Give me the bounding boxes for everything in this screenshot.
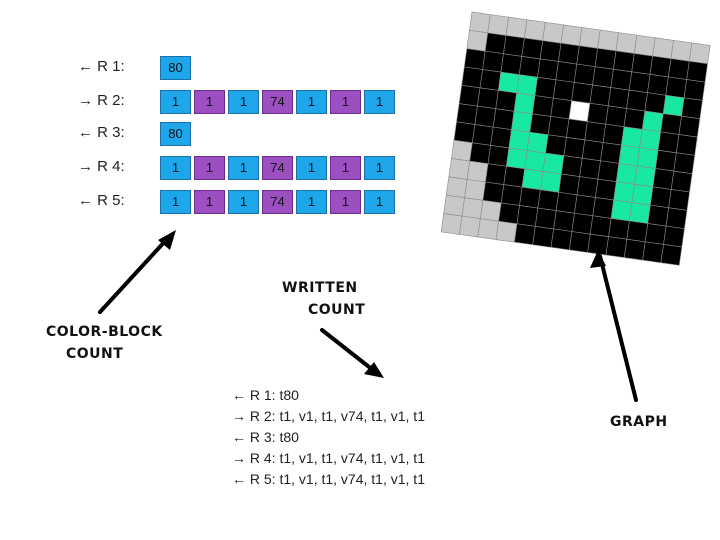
arrow-to-written-count <box>320 328 380 376</box>
teal-block: 1 <box>228 156 259 180</box>
teal-block: 1 <box>160 156 191 180</box>
color-block-label: COLOR-BLOCK COUNT <box>46 324 163 362</box>
color-block-label-line1: COLOR-BLOCK <box>46 324 163 340</box>
teal-block: 80 <box>160 56 191 80</box>
block-row-label: → R 2: <box>78 92 125 109</box>
teal-block: 1 <box>160 90 191 114</box>
written-count-label: WRITTEN COUNT <box>282 280 365 318</box>
graph-cell <box>660 244 683 266</box>
block-row: 80 <box>160 56 191 80</box>
graph-grid <box>440 11 711 266</box>
teal-block: 1 <box>296 156 327 180</box>
teal-block: 1 <box>296 190 327 214</box>
teal-block: 80 <box>160 122 191 146</box>
violet-block: 1 <box>330 190 361 214</box>
violet-block: 1 <box>330 90 361 114</box>
block-row-label: ← R 5: <box>78 192 125 209</box>
written-label-line1: WRITTEN <box>282 280 358 296</box>
violet-block: 74 <box>262 190 293 214</box>
teal-block: 1 <box>364 90 395 114</box>
block-row-label: ← R 1: <box>78 58 125 75</box>
teal-block: 1 <box>364 190 395 214</box>
written-row: → R 2: t1, v1, t1, v74, t1, v1, t1 <box>232 408 425 424</box>
violet-block: 74 <box>262 156 293 180</box>
block-row-label: → R 4: <box>78 158 125 175</box>
arrow-to-block-count <box>98 236 170 314</box>
arrowhead-graph <box>590 250 606 268</box>
violet-block: 1 <box>194 190 225 214</box>
written-row: → R 4: t1, v1, t1, v74, t1, v1, t1 <box>232 450 425 466</box>
teal-block: 1 <box>296 90 327 114</box>
teal-block: 1 <box>228 190 259 214</box>
violet-block: 1 <box>194 156 225 180</box>
block-row-label: ← R 3: <box>78 124 125 141</box>
teal-block: 1 <box>228 90 259 114</box>
arrowhead-block <box>158 230 176 250</box>
graph-label: GRAPH <box>610 414 668 430</box>
written-row: ← R 3: t80 <box>232 429 299 445</box>
color-block-label-line2: COUNT <box>66 346 124 362</box>
block-row: 80 <box>160 122 191 146</box>
violet-block: 74 <box>262 90 293 114</box>
written-row: ← R 5: t1, v1, t1, v74, t1, v1, t1 <box>232 471 425 487</box>
written-count-list: ← R 1: t80 → R 2: t1, v1, t1, v74, t1, v… <box>232 385 425 490</box>
arrow-to-graph <box>598 254 638 402</box>
teal-block: 1 <box>364 156 395 180</box>
written-row: ← R 1: t80 <box>232 387 299 403</box>
violet-block: 1 <box>194 90 225 114</box>
violet-block: 1 <box>330 156 361 180</box>
teal-block: 1 <box>160 190 191 214</box>
written-label-line2: COUNT <box>308 302 366 318</box>
arrowhead-written <box>364 362 384 378</box>
